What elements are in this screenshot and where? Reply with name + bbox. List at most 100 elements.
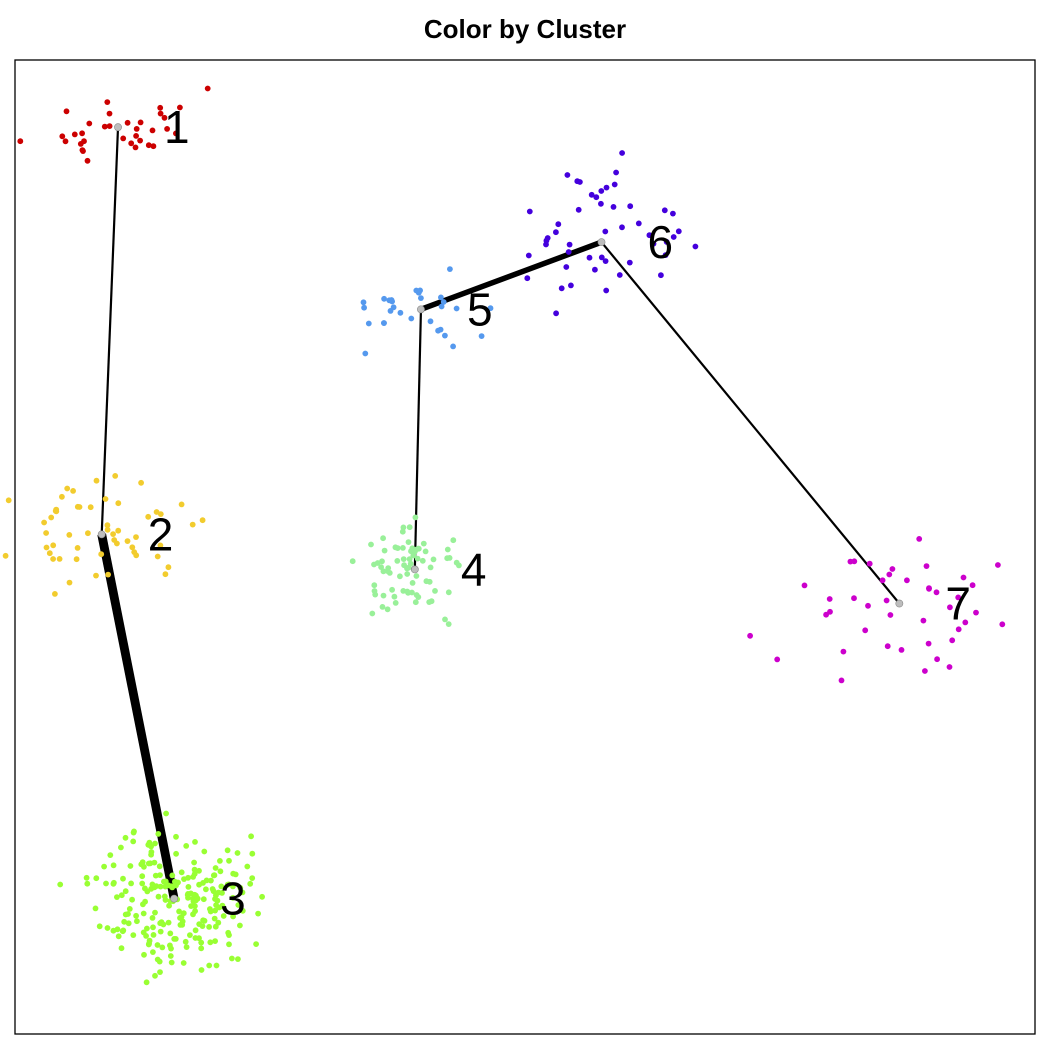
cluster-1-label: 1 [164,101,190,153]
data-point [215,889,222,896]
data-point [361,304,367,311]
data-point [154,553,161,560]
data-point [418,295,424,301]
data-point [211,872,218,879]
data-point [165,919,172,926]
data-point [173,130,179,137]
data-point [191,859,198,866]
data-point [155,893,162,900]
data-point [442,332,448,339]
data-point [62,138,69,145]
data-point [106,123,113,129]
data-point [662,252,669,258]
data-point [96,923,103,930]
data-point [190,898,197,905]
data-point [747,632,753,639]
data-point [524,275,531,282]
data-point [137,119,144,126]
data-point [916,536,923,542]
data-point [234,850,241,856]
data-point [213,962,220,969]
data-point [371,588,378,594]
data-point [187,932,193,938]
data-point [43,530,49,536]
data-point [199,517,206,524]
data-point [923,563,930,569]
data-point [563,264,570,270]
data-point [140,929,147,936]
cluster-3-center [170,894,179,903]
data-point [2,552,9,559]
data-point [168,959,175,966]
data-point [194,895,201,902]
data-point [412,599,419,606]
data-point [404,565,410,572]
data-point [192,839,198,845]
data-point [386,297,393,304]
data-point [415,289,422,296]
data-point [445,589,452,596]
data-point [149,915,156,921]
data-point [198,939,205,946]
data-point [217,868,224,875]
edges-layer [97,127,901,900]
centers-layer [97,123,904,903]
data-point [613,169,619,176]
data-point [406,524,413,531]
data-point [74,503,81,510]
data-point [369,610,376,617]
data-point [139,880,146,887]
data-point [124,538,131,544]
data-point [427,318,434,325]
data-point [619,224,625,231]
data-point [110,531,116,537]
data-point [162,878,169,885]
data-point [219,903,226,910]
data-point [182,938,189,945]
cluster-5-center [417,305,425,314]
data-point [53,506,60,513]
data-point [898,647,905,653]
data-point [564,172,571,178]
data-point [192,908,199,914]
data-point [111,537,118,543]
data-point [141,863,147,870]
cluster-1-center [114,123,122,132]
data-point [663,239,670,245]
data-point [389,586,395,593]
data-point [128,140,135,147]
cluster-7-points [747,536,1006,684]
data-point [162,571,169,578]
data-point [144,925,150,932]
data-point [239,907,246,914]
data-point [127,863,134,869]
edge-4-5 [413,309,423,570]
data-point [405,539,412,545]
data-point [626,259,633,266]
data-point [157,104,164,111]
data-point [801,582,808,589]
data-point [365,320,372,327]
data-point [397,573,403,580]
data-point [185,884,192,890]
data-point [224,847,231,854]
data-point [603,184,610,191]
data-point [192,935,199,941]
data-point [450,537,457,544]
data-point [143,979,150,986]
data-point [635,220,642,227]
data-point [230,913,237,920]
data-point [169,872,176,879]
data-point [104,925,111,931]
data-point [400,556,407,562]
data-point [161,114,168,121]
data-point [413,592,420,598]
data-point [646,232,653,239]
data-point [933,589,940,596]
data-point [438,303,445,310]
data-point [159,944,166,951]
data-point [122,888,129,895]
data-point [138,479,145,486]
